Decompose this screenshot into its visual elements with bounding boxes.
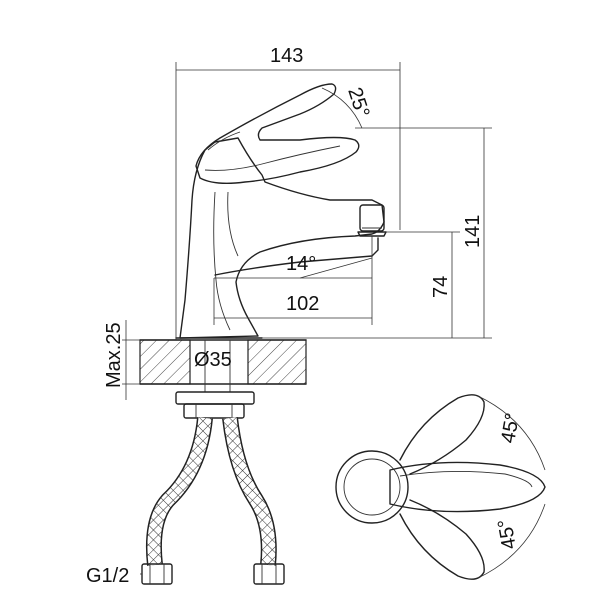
spout-reach-label: 102 bbox=[286, 293, 319, 315]
spout-angle-label: 14° bbox=[286, 253, 316, 275]
lever-angle-label: 25° bbox=[343, 85, 373, 121]
lever-handle bbox=[195, 83, 360, 185]
hose-nut-left bbox=[141, 563, 173, 585]
dimension-lines bbox=[122, 62, 492, 575]
top-view-base bbox=[335, 450, 409, 524]
countertop-section bbox=[139, 339, 307, 392]
mounting-hardware bbox=[175, 391, 255, 419]
total-height-label: 141 bbox=[462, 215, 484, 248]
rotation-left-label: 45° bbox=[497, 411, 524, 445]
top-view-lever bbox=[389, 461, 546, 513]
rotation-right-label: 45° bbox=[494, 517, 521, 551]
hole-diameter-label: Ø35 bbox=[194, 349, 232, 371]
width-dimension-label: 143 bbox=[270, 45, 303, 67]
aerator bbox=[359, 204, 385, 232]
braided-hoses bbox=[141, 417, 285, 585]
faucet-side-view bbox=[175, 83, 387, 339]
hose-nut-right bbox=[253, 563, 285, 585]
max-thickness-label: Max.25 bbox=[103, 322, 125, 388]
faucet-body-outline bbox=[179, 137, 385, 339]
faucet-top-view bbox=[335, 394, 546, 580]
spout-height-label: 74 bbox=[430, 276, 452, 298]
thread-label: G1/2 bbox=[86, 565, 129, 587]
